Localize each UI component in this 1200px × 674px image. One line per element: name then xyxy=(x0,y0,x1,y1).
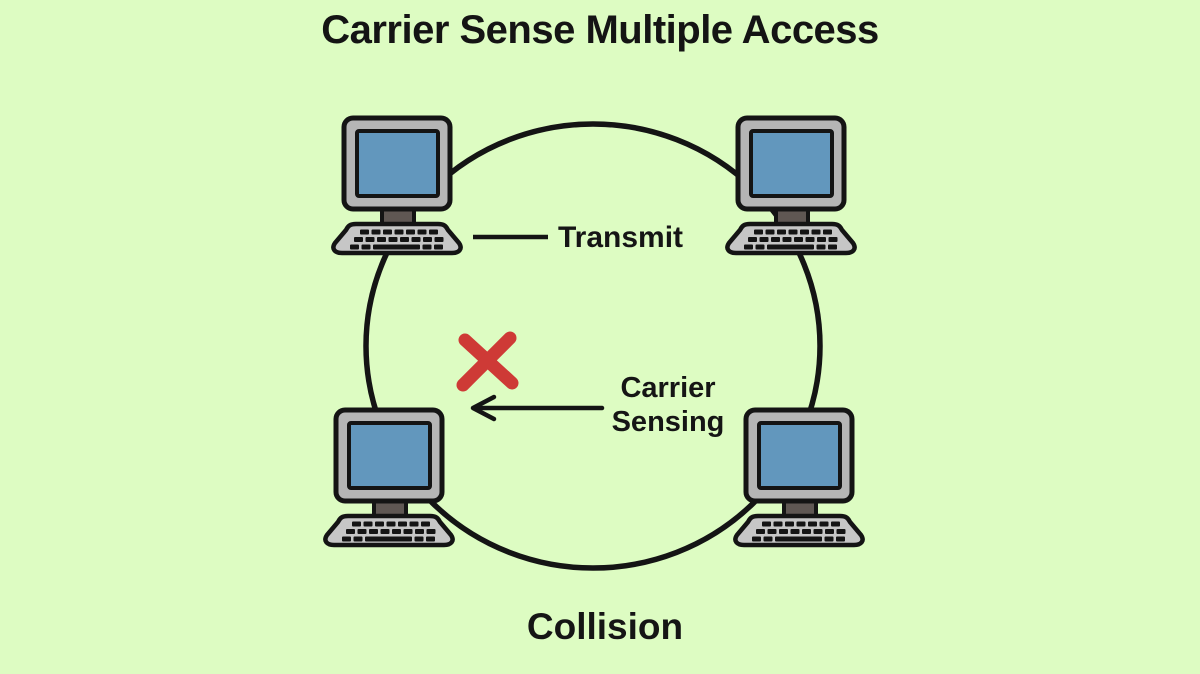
collision-x-icon xyxy=(456,331,519,392)
arrow-left-icon xyxy=(470,394,605,422)
desktop-computer-icon-bottom-right xyxy=(735,410,862,545)
carrier-sensing-label-line1: Carrier xyxy=(620,372,716,404)
network-ring xyxy=(363,121,823,571)
carrier-sensing-label-line2: Sensing xyxy=(611,406,725,438)
page-title: Carrier Sense Multiple Access xyxy=(321,8,879,52)
collision-label: Collision xyxy=(526,606,684,647)
carrier-sensing-label: Carrier Sensing xyxy=(588,371,748,439)
desktop-computer-icon-top-right xyxy=(727,118,854,253)
desktop-computer-icon-bottom-left xyxy=(325,410,452,545)
transmit-label: Transmit xyxy=(558,221,684,254)
desktop-computer-icon-top-left xyxy=(333,118,460,253)
